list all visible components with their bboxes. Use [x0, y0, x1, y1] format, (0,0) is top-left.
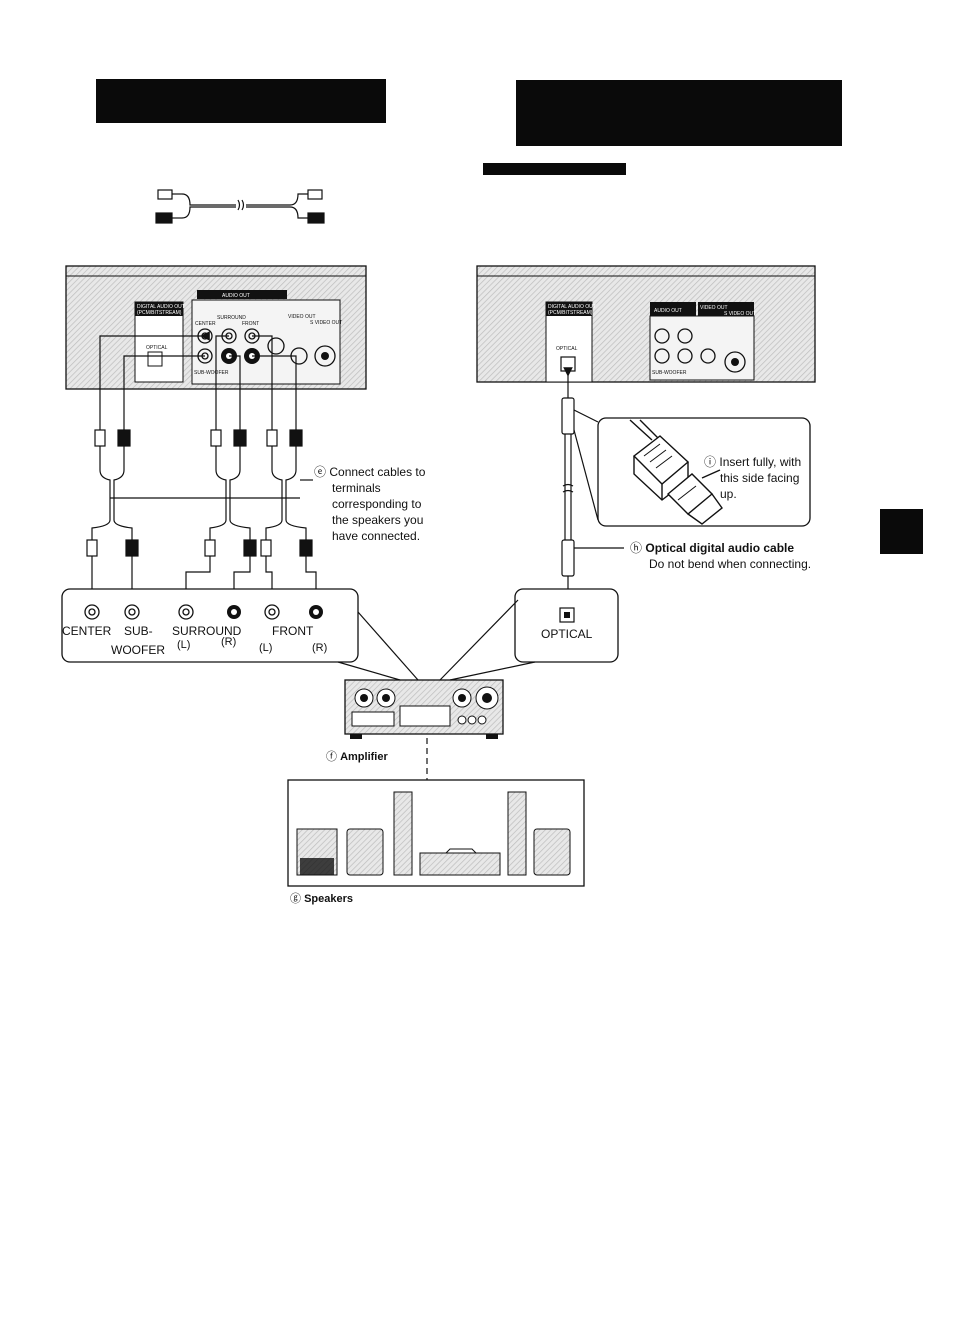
rear-label-video-out: VIDEO OUT: [288, 314, 316, 320]
rear-label-optical: OPTICAL: [146, 345, 168, 351]
note-line-1: Connect cables to: [329, 465, 426, 479]
terminal-center: [84, 604, 100, 620]
rear-right-label-s-video-out: S VIDEO OUT: [724, 311, 756, 317]
rear-optical-port: [560, 356, 576, 372]
terminal-subwoofer: [124, 604, 140, 620]
terminal-front-l: [264, 604, 280, 620]
rear-right-label-digital-sub: (PCM/BITSTREAM): [548, 310, 593, 316]
rear-right-label-subwoofer: SUB-WOOFER: [652, 370, 687, 376]
amplifier-input-terminal-right: [514, 588, 619, 663]
cable-marker-h: ⓗ: [630, 541, 643, 555]
note-line-4: the speakers you: [332, 513, 424, 527]
note-marker-e: ⓔ: [314, 465, 327, 479]
note-line-5: have connected.: [332, 529, 421, 543]
terminal-label-surround-r: (R): [221, 636, 237, 648]
terminal-front-r: [309, 605, 323, 619]
left-audio-cables: [86, 331, 321, 601]
cable-title: Optical digital audio cable: [645, 541, 795, 555]
audio-pin-cable-illustration: [155, 189, 325, 224]
terminal-label-front-l: (L): [259, 642, 273, 654]
terminal-label-optical: OPTICAL: [541, 627, 593, 641]
rear-right-label-audio-out: AUDIO OUT: [654, 308, 682, 314]
rear-right-label-video-out: VIDEO OUT: [700, 305, 728, 311]
terminal-label-sub: SUB-: [124, 624, 153, 638]
cable-note: Do not bend when connecting.: [649, 557, 812, 571]
amplifier-marker-f: ⓕ: [326, 751, 337, 763]
terminal-label-center: CENTER: [62, 624, 112, 638]
amplifier-illustration: [344, 679, 504, 739]
terminal-label-woofer: WOOFER: [111, 643, 165, 657]
player-rear-panel-right: [476, 265, 816, 383]
rear-label-digital-sub: (PCM/BITSTREAM): [137, 310, 182, 316]
rear-label-subwoofer: SUB-WOOFER: [194, 370, 229, 376]
terminal-surround-r: [227, 605, 241, 619]
optical-cable: [561, 367, 624, 607]
terminal-optical: [559, 607, 575, 623]
note-line-3: corresponding to: [332, 497, 422, 511]
rear-label-center: CENTER: [195, 321, 216, 327]
rear-label-audio-out: AUDIO OUT: [222, 293, 250, 299]
insert-line-2: this side facing: [720, 471, 800, 485]
optical-plug-illustration: [629, 419, 723, 525]
terminal-label-surround: SURROUND: [172, 624, 242, 638]
speakers-label: Speakers: [304, 893, 353, 905]
right-subheading-bar: [483, 163, 626, 175]
note-line-2: terminals: [332, 481, 381, 495]
rear-label-digital-audio-out: DIGITAL AUDIO OUT: [137, 304, 185, 310]
terminal-label-surround-l: (L): [177, 639, 191, 651]
speakers-illustration: [287, 779, 585, 887]
insert-marker-i: ⓘ: [704, 455, 717, 469]
left-heading-bar: [96, 79, 386, 123]
speakers-marker-g: ⓖ: [290, 893, 301, 905]
terminal-label-front-r: (R): [312, 642, 328, 654]
rear-label-surround: SURROUND: [217, 315, 246, 321]
right-heading-bar: [516, 80, 842, 146]
insert-line-1: Insert fully, with: [719, 455, 802, 469]
insert-line-3: up.: [720, 487, 737, 501]
rear-right-label-digital-audio-out: DIGITAL AUDIO OUT: [548, 304, 596, 310]
amplifier-input-terminals-left: [61, 588, 359, 663]
amplifier-label: Amplifier: [340, 751, 388, 763]
rear-right-label-optical: OPTICAL: [556, 346, 578, 352]
terminal-surround-l: [178, 604, 194, 620]
rear-label-s-video-out: S VIDEO OUT: [310, 320, 342, 326]
terminal-label-front: FRONT: [272, 624, 314, 638]
rear-label-front: FRONT: [242, 321, 259, 327]
player-rear-panel-left: [65, 265, 367, 390]
side-tab: [880, 509, 923, 554]
